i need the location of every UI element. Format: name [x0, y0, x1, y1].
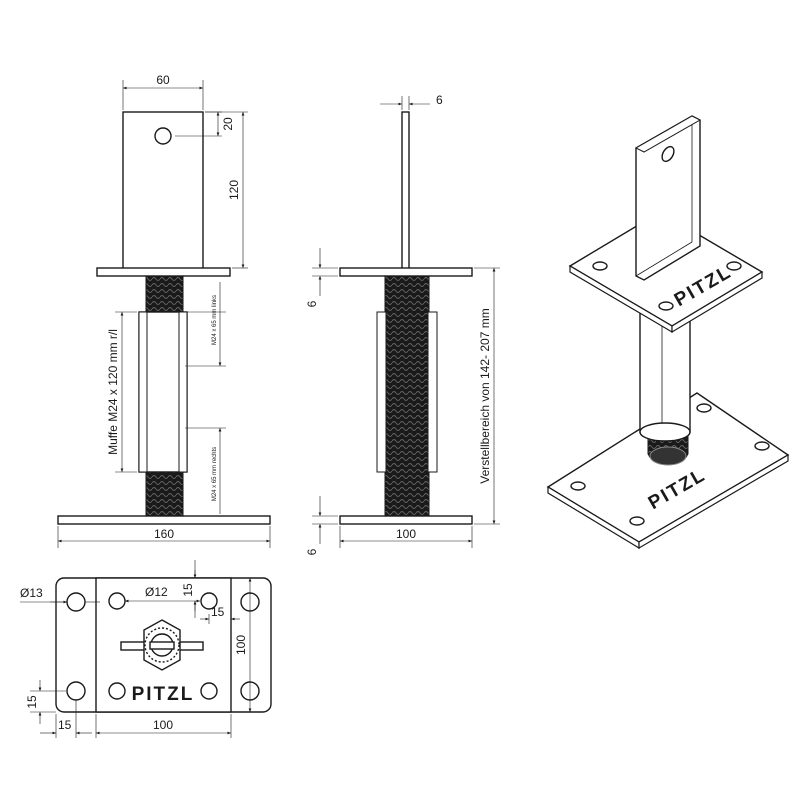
side-base-plate — [339, 515, 473, 525]
side-top-tab — [401, 111, 410, 271]
dim-side-plate-top: 6 — [305, 300, 319, 307]
dim-front-top-offset: 20 — [221, 117, 235, 131]
dim-plan-edge-right: 15 — [211, 605, 225, 619]
dim-front-thread-left: M24 x 65 mm links — [212, 295, 218, 345]
isometric-view: PITZL PITZL — [546, 115, 790, 550]
side-sleeve-right — [427, 311, 438, 473]
dim-plan-edge-top: 15 — [181, 583, 195, 597]
plan-view: PITZL Ø13 Ø12 15 15 100 15 — [20, 560, 272, 738]
dim-front-top-height: 120 — [227, 180, 241, 200]
side-top-plate — [339, 267, 473, 277]
dim-plan-edge-left-vertical: 15 — [25, 695, 39, 709]
front-base-plate — [57, 515, 271, 525]
front-top-tab — [122, 111, 204, 271]
dim-front-thread-right: M24 x 65 mm rechts — [212, 447, 218, 501]
side-sleeve-left — [376, 311, 387, 473]
dim-front-sleeve: Muffe M24 x 120 mm r/l — [106, 329, 120, 455]
iso-tab-hole — [661, 145, 675, 163]
plan-logo: PITZL — [132, 684, 195, 705]
side-threaded-rod — [384, 275, 430, 517]
dim-side-base-width: 100 — [396, 527, 416, 541]
dim-side-range: Verstellbereich von 142- 207 mm — [478, 308, 492, 483]
dim-side-plate-bottom: 6 — [305, 548, 319, 555]
front-view: 60 20 120 Muffe M24 x 120 mm r/l M24 x 6… — [57, 73, 271, 548]
dim-plan-height: 100 — [234, 635, 248, 655]
dim-plan-hole-small: Ø12 — [145, 585, 168, 599]
dim-plan-width: 100 — [153, 718, 173, 732]
front-tab-hole — [154, 127, 172, 145]
front-top-plate — [96, 267, 231, 277]
dim-front-top-width: 60 — [156, 73, 170, 87]
dim-front-base-width: 160 — [154, 527, 174, 541]
dim-side-top-thickness: 6 — [436, 93, 443, 107]
dim-plan-edge-left: 15 — [58, 718, 72, 732]
dim-plan-hole-large: Ø13 — [20, 586, 43, 600]
side-view: 6 6 6 Verstellbereich von 142- 207 mm 10… — [305, 93, 500, 555]
